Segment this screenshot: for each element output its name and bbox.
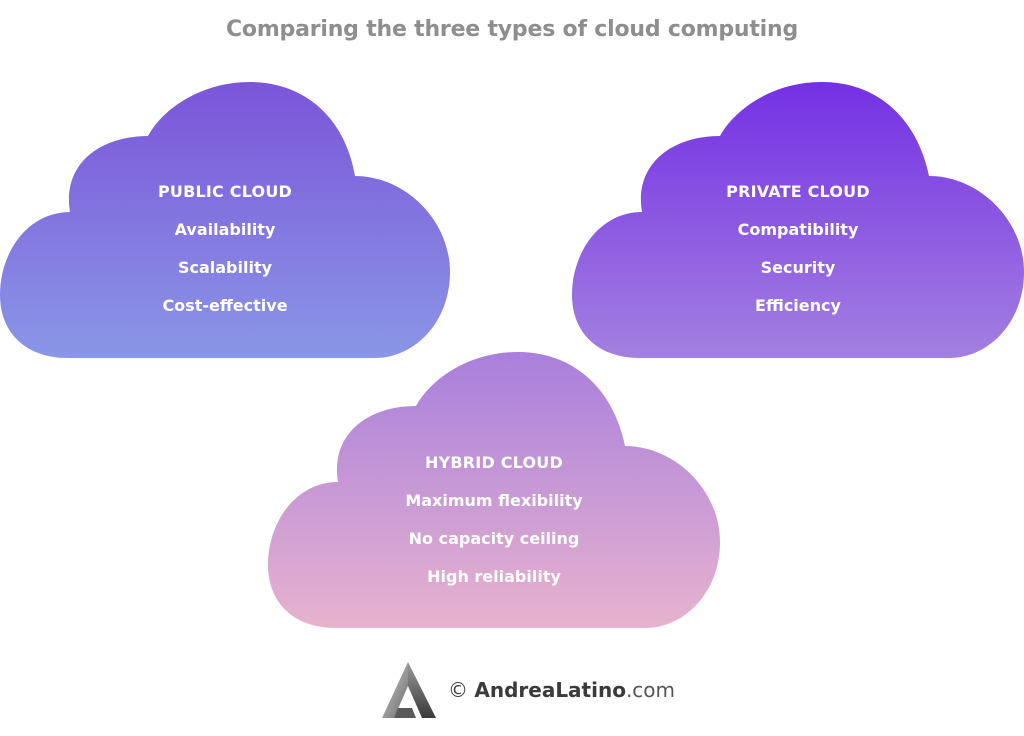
cloud-private-item: Compatibility [737, 220, 859, 239]
cloud-hybrid: HYBRID CLOUD Maximum flexibility No capa… [268, 350, 720, 630]
cloud-public-item: Availability [174, 220, 276, 239]
footer-tld: .com [625, 678, 676, 702]
cloud-public-shape [0, 82, 450, 358]
cloud-public-heading: PUBLIC CLOUD [157, 182, 293, 201]
cloud-private-item: Efficiency [755, 296, 841, 315]
cloud-hybrid-item: Maximum flexibility [405, 491, 583, 510]
cloud-private-shape [572, 82, 1024, 358]
cloud-public-item: Scalability [177, 258, 273, 277]
copyright-symbol: © [448, 678, 468, 702]
cloud-hybrid-text: HYBRID CLOUD Maximum flexibility No capa… [268, 453, 720, 605]
cloud-hybrid-shape [268, 352, 720, 628]
andrealatino-logo-icon [382, 662, 436, 718]
footer-text: © AndreaLatino.com [448, 678, 675, 702]
cloud-hybrid-item: No capacity ceiling [408, 529, 580, 548]
cloud-private-heading: PRIVATE CLOUD [726, 182, 870, 201]
cloud-private-text: PRIVATE CLOUD Compatibility Security Eff… [572, 182, 1024, 334]
cloud-public-text: PUBLIC CLOUD Availability Scalability Co… [0, 182, 450, 334]
footer-credit: © AndreaLatino.com [378, 660, 678, 720]
cloud-public-item: Cost-effective [162, 296, 288, 315]
diagram-title: Comparing the three types of cloud compu… [225, 17, 799, 42]
footer-brand: AndreaLatino [474, 678, 626, 702]
cloud-hybrid-heading: HYBRID CLOUD [425, 453, 563, 472]
cloud-private-item: Security [760, 258, 836, 277]
cloud-hybrid-item: High reliability [427, 567, 561, 586]
cloud-private: PRIVATE CLOUD Compatibility Security Eff… [572, 80, 1024, 360]
cloud-public: PUBLIC CLOUD Availability Scalability Co… [0, 80, 450, 360]
